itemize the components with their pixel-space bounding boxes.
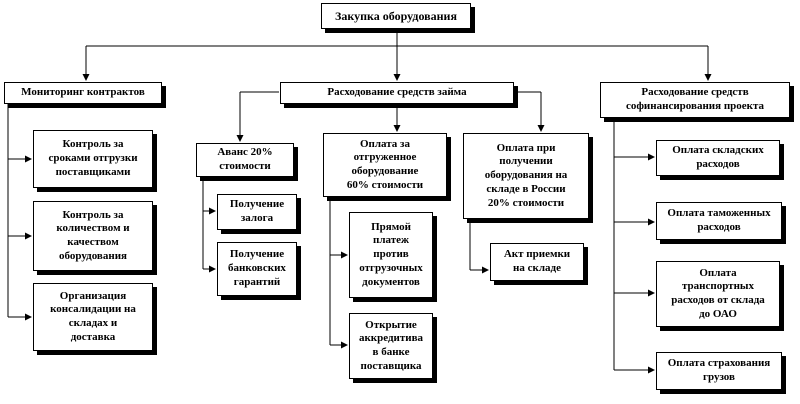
loan-warehouse-payment: Оплата при получении оборудования на скл…: [463, 133, 589, 219]
monitoring-item-consolidation: Организация консалидации на складах и до…: [33, 283, 153, 351]
branch-monitoring: Мониторинг контрактов: [4, 82, 162, 104]
advance-item-bank-guarantees: Получение банковских гарантий: [217, 242, 297, 296]
monitoring-item-shipping-control: Контроль за сроками отгрузки поставщикам…: [33, 130, 153, 188]
branch-cofinancing: Расходование средств софинансирования пр…: [600, 82, 790, 118]
loan-advance: Аванс 20% стоимости: [196, 143, 294, 177]
shipped-item-letter-of-credit: Открытие аккредитива в банке поставщика: [349, 313, 433, 379]
cofinancing-item-transport-costs: Оплата транспортных расходов от склада д…: [656, 261, 780, 327]
branch-loan: Расходование средств займа: [280, 82, 514, 104]
warehouse-item-acceptance-act: Акт приемки на складе: [490, 243, 584, 281]
cofinancing-item-warehouse-costs: Оплата складских расходов: [656, 140, 780, 176]
monitoring-item-quality-control: Контроль за количеством и качеством обор…: [33, 201, 153, 271]
root-node: Закупка оборудования: [321, 3, 471, 29]
cofinancing-item-customs-costs: Оплата таможенных расходов: [656, 202, 782, 240]
shipped-item-direct-payment: Прямой платеж против отгрузочных докумен…: [349, 212, 433, 298]
advance-item-collateral: Получение залога: [217, 194, 297, 230]
cofinancing-item-cargo-insurance: Оплата страхования грузов: [656, 352, 782, 390]
loan-shipped-payment: Оплата за отгруженное оборудование 60% с…: [323, 133, 447, 197]
